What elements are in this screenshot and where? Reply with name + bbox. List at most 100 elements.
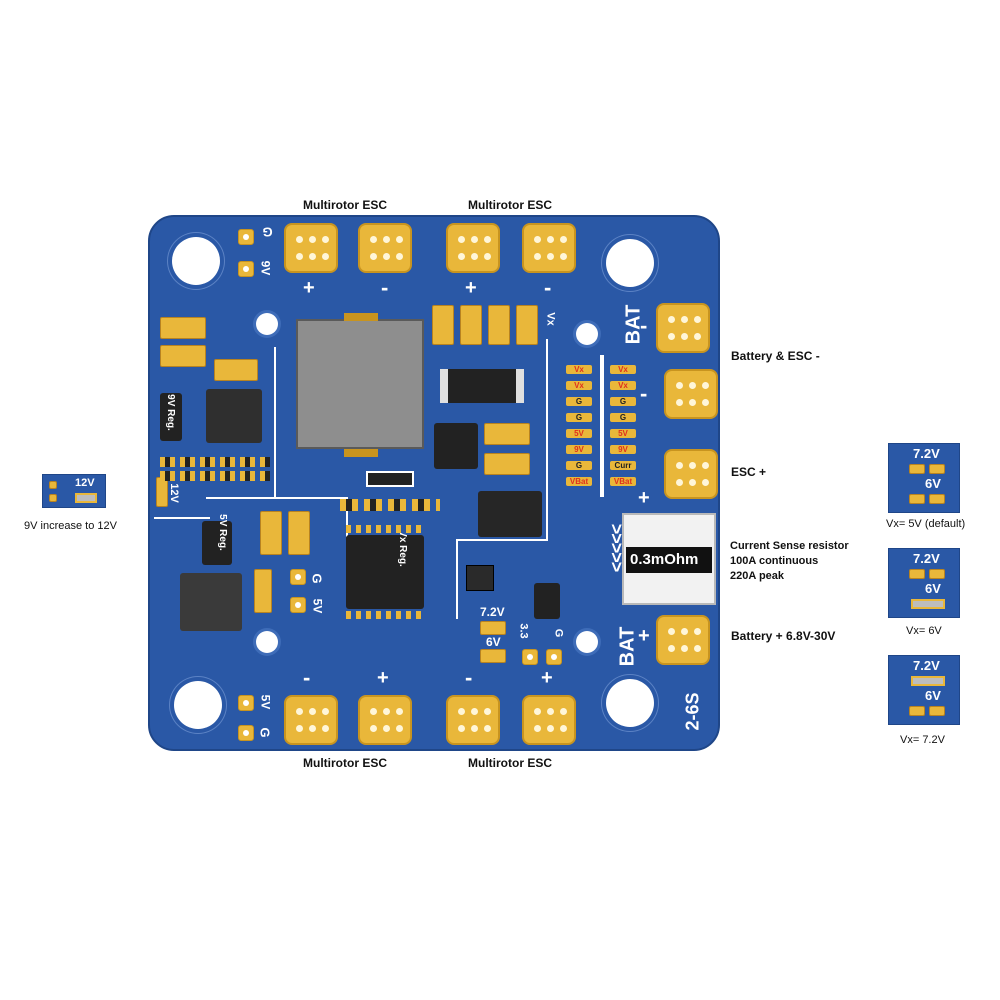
esc-bottom-2-minus-sign: - — [465, 665, 473, 690]
selector-pad-right-2: G — [610, 397, 636, 406]
vx-regulator-chip: Vx Reg. — [346, 530, 424, 609]
silk-line — [154, 517, 210, 519]
esc-pad-top-1-minus — [358, 223, 412, 273]
vx-config-5v-board: 7.2V 6V — [888, 443, 960, 513]
esc-pad-top-1-plus — [284, 223, 338, 273]
capacitor — [288, 511, 310, 555]
g-pad-small — [546, 649, 562, 665]
capacitor — [488, 305, 510, 345]
selector-pad-left-0: Vx — [566, 365, 592, 374]
selector-pad-right-6: Curr — [610, 461, 636, 470]
resistor-large — [440, 369, 524, 403]
capacitor — [484, 423, 530, 445]
mount-hole-bottom-left — [174, 681, 222, 729]
resistor-row — [160, 471, 270, 481]
main-inductor — [296, 313, 424, 457]
mount-hole-bottom-right — [606, 679, 654, 727]
mini-v6-label: 6V — [925, 688, 941, 703]
esc-plus-label: ESC + — [731, 465, 767, 479]
current-sense-cont: 100A continuous — [730, 555, 819, 567]
esc-label-bottom-left: Multirotor ESC — [303, 756, 387, 770]
esc-pad-top-2-minus — [522, 223, 576, 273]
esc-pad-top-2-plus — [446, 223, 500, 273]
bat-label-top: BAT — [622, 304, 645, 345]
g-label-bottom: G — [257, 727, 273, 738]
selector-pad-left-1: Vx — [566, 381, 592, 390]
capacitor — [460, 305, 482, 345]
battery-esc-minus-pad — [656, 303, 710, 353]
bat-label-bottom: BAT — [616, 626, 639, 667]
jumper-pad — [929, 464, 945, 474]
capacitor — [254, 569, 272, 613]
selector-pad-left-7: VBat — [566, 477, 592, 486]
selector-pad-right-0: Vx — [610, 365, 636, 374]
g-label-mid: G — [309, 573, 325, 584]
resistor-row — [340, 499, 440, 511]
mini-v72-label: 7.2V — [913, 658, 940, 673]
selector-pad-left-3: G — [566, 413, 592, 422]
g-pad-top — [238, 229, 254, 245]
inductor-5v — [180, 573, 242, 631]
esc-bottom-1-plus-sign: + — [377, 667, 389, 689]
esc-bottom-1-minus-sign: - — [303, 665, 311, 690]
v5-pad-bottom — [238, 695, 254, 711]
capacitor — [480, 649, 506, 663]
bat-minus-sign-2: - — [640, 381, 648, 406]
small-hole — [256, 313, 278, 335]
mount-hole-top-right — [606, 239, 654, 287]
jumper-pad — [49, 494, 57, 502]
jumper-bridge — [911, 599, 945, 609]
inductor-9v — [206, 389, 262, 443]
vx-config-72v-board: 7.2V 6V — [888, 655, 960, 725]
selector-pad-left-5: 9V — [566, 445, 592, 454]
increase-12v-label: 9V increase to 12V — [24, 520, 117, 532]
capacitor — [516, 305, 538, 345]
arrows-label: >>>>> — [606, 523, 627, 572]
g-label-small: G — [552, 628, 565, 638]
selector-pad-right-5: 9V — [610, 445, 636, 454]
esc-label-top-left: Multirotor ESC — [303, 198, 387, 212]
vx-selector-divider — [600, 355, 604, 497]
small-hole — [256, 631, 278, 653]
capacitor — [214, 359, 258, 381]
esc-pad-bottom-2-plus — [522, 695, 576, 745]
selector-pad-right-3: G — [610, 413, 636, 422]
v9-pad-top — [238, 261, 254, 277]
small-hole — [576, 631, 598, 653]
vx-72v-label: Vx= 7.2V — [900, 734, 945, 746]
silk-line — [206, 497, 346, 499]
esc-label-bottom-right: Multirotor ESC — [468, 756, 552, 770]
v33-label: 3.3 — [517, 623, 530, 639]
selector-pad-left-4: 5V — [566, 429, 592, 438]
jumper-pad — [909, 569, 925, 579]
jumper-12v-board: 12V — [42, 474, 106, 508]
jumper-pad — [909, 706, 925, 716]
selector-pad-right-7: VBat — [610, 477, 636, 486]
capacitor — [432, 305, 454, 345]
g-pad-bottom — [238, 725, 254, 741]
chip-pins-top — [346, 525, 424, 533]
esc-label-top-right: Multirotor ESC — [468, 198, 552, 212]
resistor-row — [160, 457, 270, 467]
transistor — [466, 565, 494, 591]
v5-label-mid: 5V — [310, 598, 325, 614]
mini-v6-label: 6V — [925, 581, 941, 596]
esc-pad-bottom-1-minus — [284, 695, 338, 745]
jumper-bridge — [75, 493, 97, 503]
current-sense-title: Current Sense resistor — [730, 540, 849, 552]
jumper-pad — [909, 494, 925, 504]
esc-plus-sign: + — [638, 487, 650, 509]
v5-label-bottom: 5V — [258, 694, 273, 710]
small-hole — [576, 323, 598, 345]
battery-esc-minus-label: Battery & ESC - — [731, 349, 820, 363]
jumper-pad — [929, 569, 945, 579]
current-sense-peak: 220A peak — [730, 570, 785, 582]
ic-small — [534, 583, 560, 619]
vx-6v-label: Vx= 6V — [906, 625, 942, 637]
capacitor — [160, 317, 206, 339]
jumper-pad — [49, 481, 57, 489]
mosfet-chip — [434, 423, 478, 469]
selector-pad-right-1: Vx — [610, 381, 636, 390]
vxreg-label: Vx Reg. — [396, 530, 408, 567]
bat-plus-sign: + — [638, 625, 650, 647]
